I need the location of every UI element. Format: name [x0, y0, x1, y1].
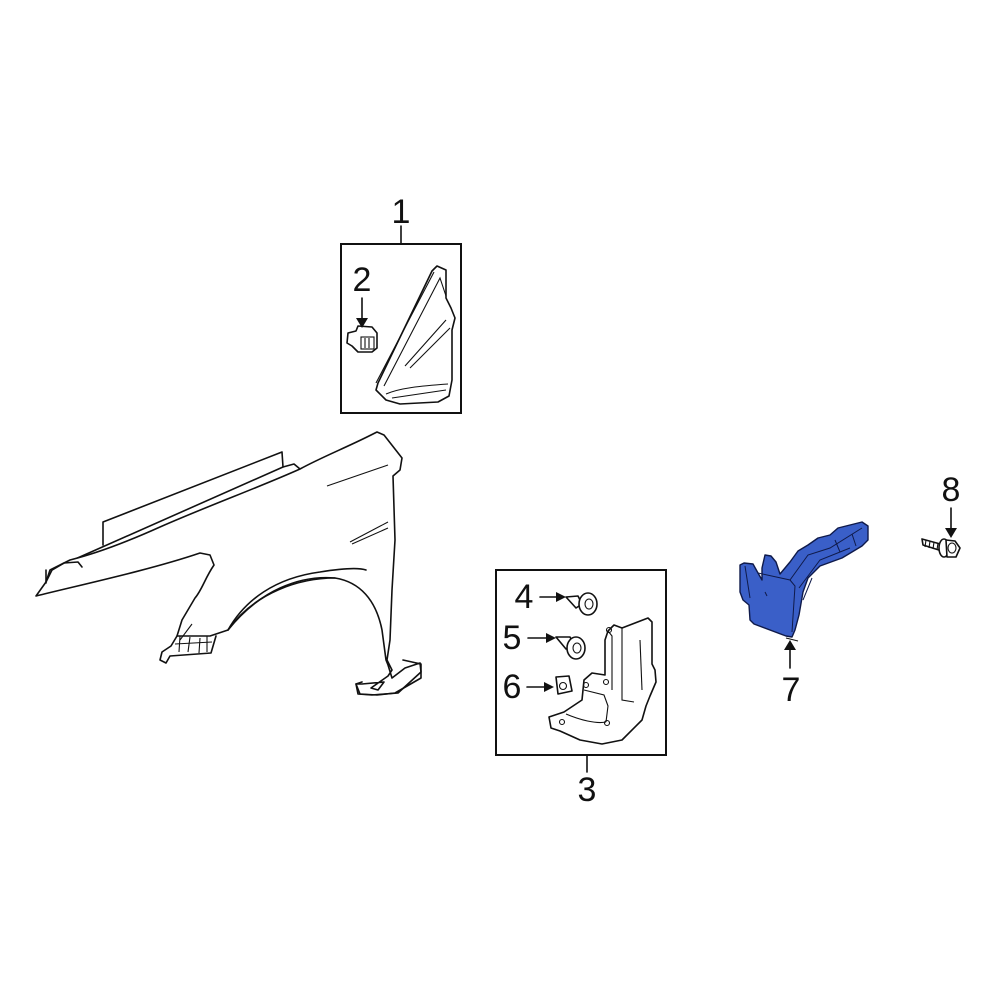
part-7-bracket[interactable]: [739, 521, 869, 642]
fender-garnish[interactable]: [375, 265, 456, 405]
callout-6: 6: [502, 668, 522, 706]
callout-1: 1: [391, 193, 411, 231]
part-8-bolt[interactable]: [921, 538, 961, 558]
fender-part[interactable]: [35, 431, 422, 696]
part-5-push-pin[interactable]: [555, 636, 586, 660]
callout-7: 7: [781, 671, 801, 709]
callout-5: 5: [502, 619, 522, 657]
part-2-clip[interactable]: [346, 325, 378, 353]
callout-8: 8: [941, 471, 961, 509]
callout-2: 2: [352, 261, 372, 299]
part-1-group[interactable]: [340, 225, 462, 414]
callout-3: 3: [577, 771, 597, 809]
part-3-box: [495, 569, 667, 756]
splash-shield[interactable]: [548, 617, 657, 745]
part-6-nut[interactable]: [555, 675, 573, 695]
part-4-push-pin[interactable]: [565, 592, 598, 616]
part-3-group[interactable]: [495, 569, 667, 773]
callout-4: 4: [514, 578, 534, 616]
